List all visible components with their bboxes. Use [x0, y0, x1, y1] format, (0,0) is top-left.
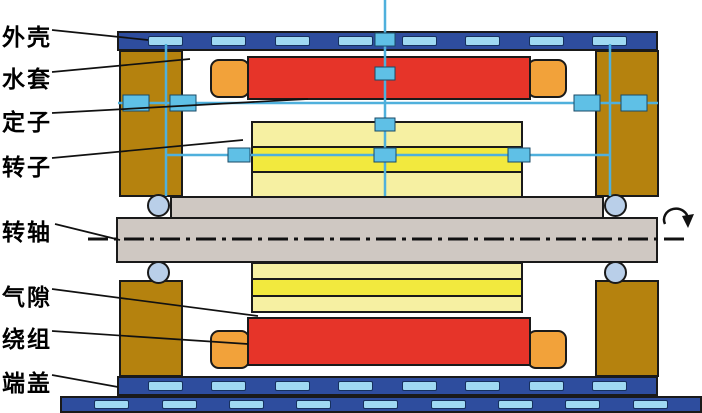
- label-rotor: 转子: [2, 155, 52, 181]
- water-channel-dash: [161, 400, 197, 409]
- water-channel-dash: [465, 381, 501, 391]
- water-channel-dash: [338, 36, 374, 46]
- rotation-arrow-icon: [662, 207, 694, 228]
- water-channel-dash: [363, 400, 399, 409]
- water-channel-dash: [465, 36, 501, 46]
- water-channel-dash: [528, 36, 564, 46]
- label-end-cover: 端盖: [2, 371, 52, 397]
- water-channel-dash: [228, 400, 264, 409]
- water-channel-dash: [401, 36, 437, 46]
- core-lamination: [253, 123, 521, 146]
- water-channel-dash: [592, 36, 628, 46]
- shaft-bar: [116, 217, 658, 263]
- water-channel-dash: [274, 381, 310, 391]
- water-channel-dash: [94, 400, 130, 409]
- label-water-jacket: 水套: [2, 67, 52, 93]
- water-channel-dash: [211, 36, 247, 46]
- core-stack-lower: [251, 262, 523, 313]
- winding-bar-lower: [247, 317, 531, 366]
- water-channel-dash: [211, 381, 247, 391]
- winding-end-lower-right: [527, 330, 567, 369]
- winding-bar-upper: [247, 56, 531, 100]
- water-channel-dash: [430, 400, 466, 409]
- housing-top-bar: [117, 31, 658, 51]
- bearing-upper-right: [604, 194, 627, 217]
- housing-bottom-bar: [117, 376, 658, 396]
- winding-end-upper-left: [210, 59, 250, 98]
- core-stack-upper: [251, 121, 523, 198]
- core-lamination: [253, 264, 521, 279]
- bearing-lower-right: [604, 261, 627, 284]
- rotor-yoke-bar: [170, 196, 604, 219]
- water-channel-dash: [274, 36, 310, 46]
- water-channel-dash: [401, 381, 437, 391]
- core-lamination: [253, 296, 521, 311]
- label-housing: 外壳: [2, 25, 52, 51]
- water-channel-dash: [296, 400, 332, 409]
- label-shaft: 转轴: [2, 220, 52, 246]
- core-lamination: [253, 173, 521, 196]
- water-channel-dash: [147, 381, 183, 391]
- water-channel-dash: [528, 381, 564, 391]
- end-cover-block-upper-left: [119, 50, 183, 197]
- water-channel-dash: [498, 400, 534, 409]
- core-lamination: [253, 278, 521, 297]
- winding-end-upper-right: [527, 59, 567, 98]
- label-stator: 定子: [2, 110, 52, 136]
- water-channel-dash: [147, 36, 183, 46]
- water-channel-dash: [338, 381, 374, 391]
- winding-end-lower-left: [210, 330, 250, 369]
- water-channel-dash: [565, 400, 601, 409]
- water-channel-dash: [632, 400, 668, 409]
- label-winding: 绕组: [2, 327, 52, 353]
- end-cover-block-lower-right: [595, 280, 659, 377]
- end-cover-block-lower-left: [119, 280, 183, 377]
- water-channel-dash: [592, 381, 628, 391]
- bearing-lower-left: [147, 261, 170, 284]
- label-air-gap: 气隙: [2, 285, 52, 311]
- end-cover-block-upper-right: [595, 50, 659, 197]
- end-cover-bottom-plate: [60, 396, 702, 413]
- core-lamination: [253, 146, 521, 173]
- bearing-upper-left: [147, 194, 170, 217]
